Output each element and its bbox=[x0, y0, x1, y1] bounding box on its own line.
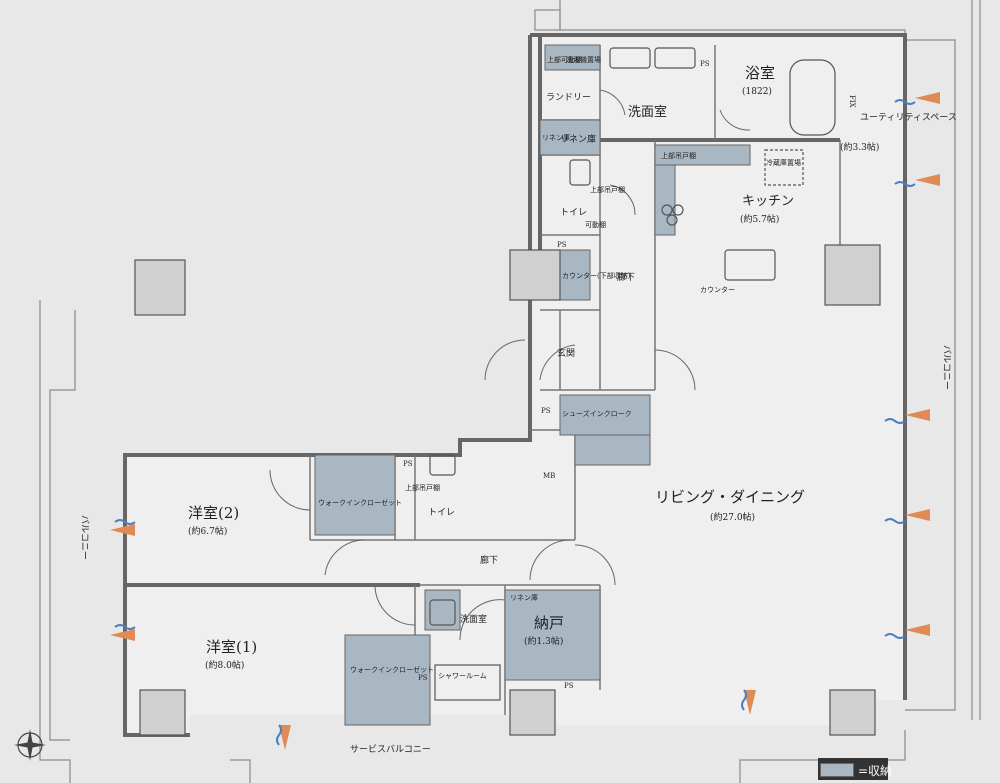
washroom-top-label: 洗面室 bbox=[628, 104, 667, 120]
fridge-label: 冷蔵庫置場 bbox=[766, 158, 801, 167]
ps-label-4: PS bbox=[403, 460, 413, 468]
ps-label-3: PS bbox=[541, 407, 551, 415]
counter-small-label: カウンター(下部収納) bbox=[562, 271, 631, 280]
service-balcony-label: サービスバルコニー bbox=[350, 744, 431, 755]
upper-hanging-shelf-label: 上部吊戸棚 bbox=[661, 151, 696, 160]
pillars bbox=[134, 244, 881, 736]
kitchen-label: キッチン bbox=[742, 194, 794, 209]
linen-label: リネン庫 bbox=[560, 133, 596, 145]
toilet-label: トイレ bbox=[428, 508, 455, 518]
fix-label: FIX bbox=[848, 95, 856, 108]
floor-area bbox=[125, 35, 905, 735]
wind-marker bbox=[884, 509, 930, 524]
counter-label: カウンター bbox=[700, 285, 735, 294]
entrance-label: 玄関 bbox=[557, 347, 575, 359]
washbasin-icon bbox=[429, 599, 456, 626]
shoes-closet-label: シューズインクローク bbox=[562, 409, 632, 418]
upper-movable-label: 上部可動棚 bbox=[547, 55, 582, 64]
storeroom-label: 納戸 bbox=[534, 614, 564, 632]
room-labels: 浴室 (1822) 洗濯機置場 上部可動棚 ランドリー 洗面室 リネン庫 リネン… bbox=[79, 55, 957, 755]
ventilation-markers bbox=[110, 92, 940, 750]
wind-marker bbox=[741, 689, 756, 715]
door-swings bbox=[269, 89, 751, 641]
corridor2-label: 廊下 bbox=[480, 554, 498, 566]
upper-hanging-shelf-v-label: 上部吊戸棚 bbox=[590, 185, 625, 194]
legend: =収納 bbox=[820, 761, 892, 779]
room2-label: 洋室(2) bbox=[188, 504, 239, 522]
wind-marker bbox=[894, 174, 940, 187]
mb-label: MB bbox=[543, 472, 555, 480]
fridge-space bbox=[764, 149, 804, 186]
balcony-right-label: バルコニー bbox=[941, 345, 952, 390]
compass-icon bbox=[14, 729, 46, 761]
laundry-label: ランドリー bbox=[546, 92, 591, 103]
room2-size-label: (約6.7帖) bbox=[188, 525, 227, 537]
wind-marker bbox=[884, 409, 930, 424]
ps-label-1: PS bbox=[557, 241, 567, 249]
balcony-left-label: バルコニー bbox=[79, 515, 90, 560]
bathtub-icon bbox=[789, 59, 836, 136]
balcony-outline bbox=[39, 0, 981, 783]
living-label: リビング・ダイニング bbox=[655, 488, 805, 506]
living-size-label: (約27.0帖) bbox=[710, 511, 755, 523]
movable-shelf-label: 可動棚 bbox=[585, 220, 606, 229]
wic2-label: ウォークインクローゼット bbox=[350, 665, 434, 674]
storeroom-size-label: (約1.3帖) bbox=[524, 635, 563, 647]
wic-label: ウォークインクローゼット bbox=[318, 498, 402, 507]
wind-marker bbox=[884, 624, 930, 639]
room1-size-label: (約8.0帖) bbox=[205, 659, 244, 671]
corridor-label: 廊下 bbox=[617, 271, 635, 283]
laundry-space-label: 洗濯機置場 bbox=[566, 55, 601, 64]
bath-size-label: (1822) bbox=[742, 86, 772, 97]
wind-marker bbox=[110, 624, 136, 641]
linen-small-label: リネン庫 bbox=[542, 133, 570, 142]
wind-marker bbox=[894, 92, 940, 105]
bath-label: 浴室 bbox=[745, 64, 775, 82]
toilet-top-label: トイレ bbox=[560, 208, 587, 218]
ps-label-2: PS bbox=[700, 60, 710, 68]
wind-marker bbox=[110, 519, 136, 536]
shower-label: シャワールーム bbox=[438, 672, 487, 680]
upper-hanging-shelf2-label: 上部吊戸棚 bbox=[405, 483, 440, 492]
linen2-label: リネン庫 bbox=[510, 593, 538, 602]
room1-label: 洋室(1) bbox=[206, 638, 257, 656]
legend-text: =収納 bbox=[858, 763, 893, 778]
storage-swatch bbox=[820, 763, 854, 777]
fixtures bbox=[429, 47, 836, 701]
wind-marker bbox=[276, 724, 291, 750]
washroom-label: 洗面室 bbox=[460, 613, 487, 625]
utility-size-label: (約3.3帖) bbox=[840, 141, 879, 153]
storage-areas bbox=[314, 44, 751, 726]
kitchen-size-label: (約5.7帖) bbox=[740, 213, 779, 225]
utility-label: ユーティリティスペース bbox=[860, 112, 957, 123]
ps-label-6: PS bbox=[564, 682, 574, 690]
sink-icon bbox=[724, 249, 776, 281]
ps-label-5: PS bbox=[418, 674, 428, 682]
toilet-icon bbox=[429, 454, 456, 476]
